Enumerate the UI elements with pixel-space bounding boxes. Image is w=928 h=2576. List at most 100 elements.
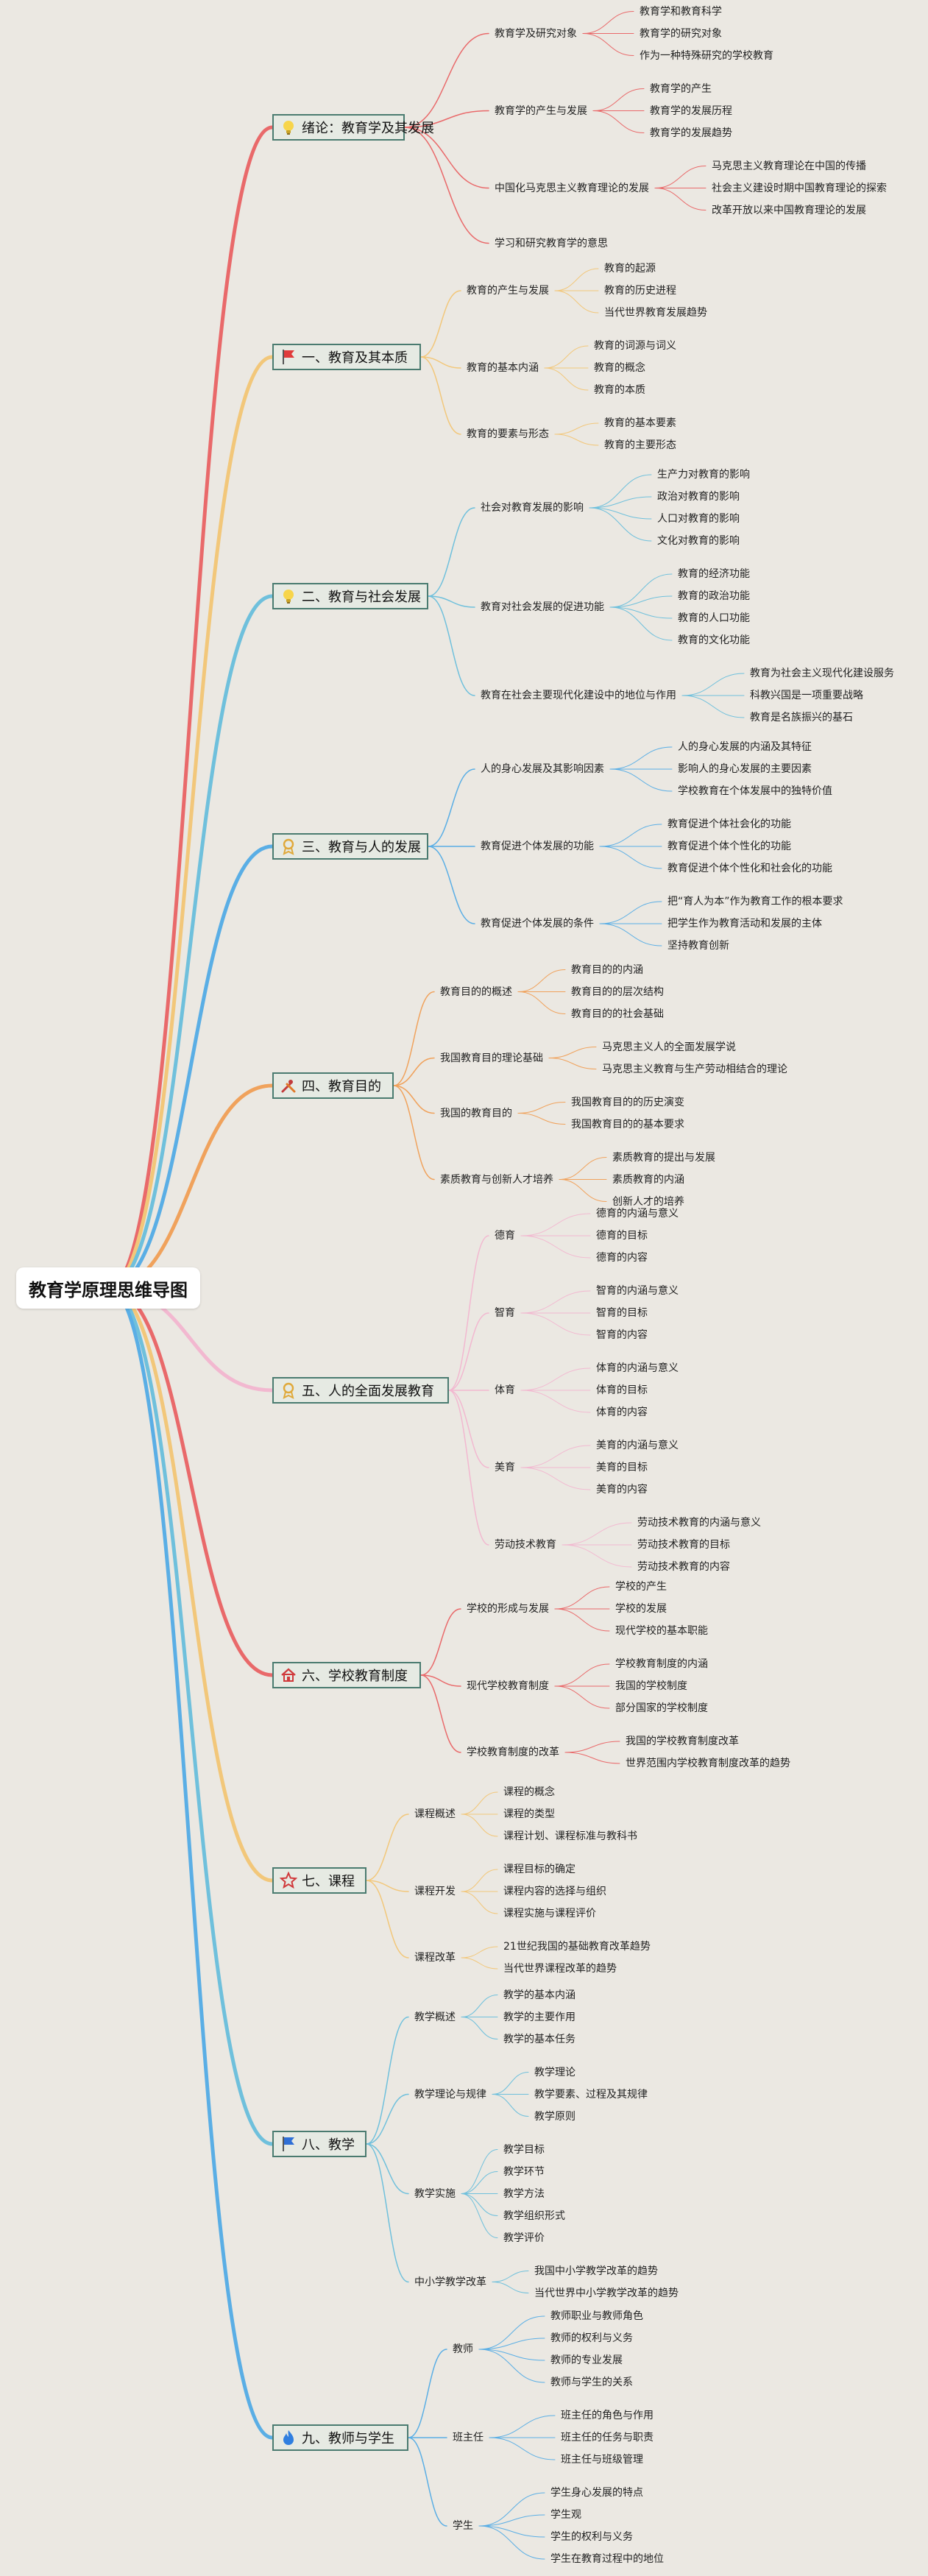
leaf-label[interactable]: 创新人才的培养: [612, 1195, 684, 1208]
leaf-label[interactable]: 世界范围内学校教育制度改革的趋势: [626, 1758, 790, 1769]
sub-branch-label[interactable]: 现代学校教育制度: [467, 1680, 549, 1692]
leaf-label[interactable]: 教学的基本内涵: [503, 1989, 575, 2001]
leaf-label[interactable]: 教育的概念: [594, 362, 645, 374]
leaf-label[interactable]: 教育的经济功能: [678, 568, 750, 580]
leaf-label[interactable]: 马克思主义教育理论在中国的传播: [712, 160, 866, 172]
leaf-label[interactable]: 教育的词源与词义: [594, 340, 676, 352]
sub-branch-label[interactable]: 教育促进个体发展的条件: [481, 918, 594, 930]
leaf-label[interactable]: 当代世界教育发展趋势: [604, 307, 707, 319]
branch-node-7[interactable]: 七、课程: [272, 1867, 366, 1894]
leaf-label[interactable]: 把“育人为本”作为教育工作的根本要求: [667, 896, 843, 907]
leaf-label[interactable]: 政治对教育的影响: [657, 491, 740, 503]
sub-branch-label[interactable]: 中国化马克思主义教育理论的发展: [495, 182, 649, 194]
leaf-label[interactable]: 体育的内涵与意义: [596, 1362, 679, 1374]
sub-branch-label[interactable]: 教育促进个体发展的功能: [481, 841, 594, 852]
sub-branch-label[interactable]: 我国教育目的理论基础: [440, 1052, 543, 1064]
leaf-label[interactable]: 教育促进个体个性化和社会化的功能: [667, 863, 832, 874]
leaf-label[interactable]: 学生身心发展的特点: [550, 2487, 643, 2499]
leaf-label[interactable]: 教育的基本要素: [604, 417, 676, 429]
leaf-label[interactable]: 学校教育在个体发展中的独特价值: [678, 785, 832, 797]
leaf-label[interactable]: 教育目的的层次结构: [571, 986, 664, 998]
leaf-label[interactable]: 教学目标: [503, 2143, 545, 2156]
sub-branch-label[interactable]: 素质教育与创新人才培养: [440, 1173, 553, 1186]
branch-node-8[interactable]: 八、教学: [272, 2131, 366, 2157]
leaf-label[interactable]: 教师与学生的关系: [550, 2377, 633, 2388]
leaf-label[interactable]: 坚持教育创新: [667, 940, 729, 952]
leaf-label[interactable]: 教育学的发展历程: [650, 105, 732, 117]
branch-node-2[interactable]: 二、教育与社会发展: [272, 583, 428, 609]
leaf-label[interactable]: 德育的内涵与意义: [596, 1208, 679, 1220]
leaf-label[interactable]: 当代世界课程改革的趋势: [503, 1963, 617, 1975]
sub-branch-label[interactable]: 学生: [453, 2520, 473, 2532]
leaf-label[interactable]: 教育学和教育科学: [640, 5, 722, 18]
leaf-label[interactable]: 教育促进个体社会化的功能: [667, 818, 791, 830]
leaf-label[interactable]: 美育的内涵与意义: [596, 1440, 679, 1451]
leaf-label[interactable]: 当代世界中小学教学改革的趋势: [534, 2287, 679, 2299]
leaf-label[interactable]: 学生在教育过程中的地位: [550, 2553, 664, 2565]
leaf-label[interactable]: 素质教育的内涵: [612, 1173, 684, 1186]
leaf-label[interactable]: 我国的学校制度: [615, 1680, 687, 1692]
sub-branch-label[interactable]: 教学理论与规律: [414, 2088, 486, 2101]
leaf-label[interactable]: 马克思主义教育与生产劳动相结合的理论: [602, 1063, 787, 1075]
leaf-label[interactable]: 教育是名族振兴的基石: [750, 712, 853, 723]
leaf-label[interactable]: 班主任的任务与职责: [561, 2432, 654, 2444]
leaf-label[interactable]: 德育的目标: [596, 1230, 648, 1242]
leaf-label[interactable]: 教育的政治功能: [678, 590, 750, 602]
leaf-label[interactable]: 教师职业与教师角色: [550, 2310, 643, 2322]
leaf-label[interactable]: 教育的主要形态: [604, 439, 676, 451]
leaf-label[interactable]: 教师的专业发展: [550, 2354, 623, 2366]
sub-branch-label[interactable]: 学习和研究教育学的意思: [495, 237, 608, 250]
leaf-label[interactable]: 作为一种特殊研究的学校教育: [640, 49, 773, 62]
leaf-label[interactable]: 教学原则: [534, 2110, 575, 2123]
leaf-label[interactable]: 教师的权利与义务: [550, 2332, 633, 2344]
sub-branch-label[interactable]: 教育学及研究对象: [495, 27, 577, 40]
leaf-label[interactable]: 改革开放以来中国教育理论的发展: [712, 204, 866, 216]
leaf-label[interactable]: 教育学的研究对象: [640, 27, 722, 40]
leaf-label[interactable]: 生产力对教育的影响: [657, 469, 750, 481]
leaf-label[interactable]: 影响人的身心发展的主要因素: [678, 763, 812, 775]
branch-node-1[interactable]: 一、教育及其本质: [272, 344, 421, 370]
sub-branch-label[interactable]: 课程开发: [414, 1886, 456, 1897]
sub-branch-label[interactable]: 体育: [495, 1384, 515, 1396]
leaf-label[interactable]: 我国中小学教学改革的趋势: [534, 2265, 658, 2277]
leaf-label[interactable]: 教育促进个体个性化的功能: [667, 841, 791, 852]
leaf-label[interactable]: 教育的文化功能: [678, 634, 750, 646]
sub-branch-label[interactable]: 课程改革: [414, 1952, 456, 1964]
branch-node-6[interactable]: 六、学校教育制度: [272, 1662, 421, 1688]
leaf-label[interactable]: 教学评价: [503, 2232, 545, 2244]
leaf-label[interactable]: 部分国家的学校制度: [615, 1702, 708, 1714]
sub-branch-label[interactable]: 教育的要素与形态: [467, 428, 549, 440]
sub-branch-label[interactable]: 智育: [495, 1307, 515, 1319]
sub-branch-label[interactable]: 我国的教育目的: [440, 1107, 512, 1119]
leaf-label[interactable]: 课程实施与课程评价: [503, 1908, 596, 1919]
leaf-label[interactable]: 教育的起源: [604, 263, 656, 275]
sub-branch-label[interactable]: 教育目的的概述: [440, 986, 512, 998]
leaf-label[interactable]: 学校的产生: [615, 1581, 667, 1593]
leaf-label[interactable]: 智育的内容: [596, 1329, 648, 1341]
leaf-label[interactable]: 教学方法: [503, 2187, 545, 2200]
leaf-label[interactable]: 教育学的发展趋势: [650, 127, 732, 139]
leaf-label[interactable]: 课程的类型: [503, 1808, 555, 1820]
sub-branch-label[interactable]: 学校的形成与发展: [467, 1603, 549, 1615]
leaf-label[interactable]: 马克思主义人的全面发展学说: [602, 1041, 736, 1053]
leaf-label[interactable]: 课程目标的确定: [503, 1864, 575, 1875]
branch-node-9[interactable]: 九、教师与学生: [272, 2424, 408, 2451]
leaf-label[interactable]: 21世纪我国的基础教育改革趋势: [503, 1941, 651, 1953]
leaf-label[interactable]: 社会主义建设时期中国教育理论的探索: [712, 182, 887, 194]
leaf-label[interactable]: 智育的目标: [596, 1307, 648, 1319]
leaf-label[interactable]: 体育的目标: [596, 1384, 648, 1396]
leaf-label[interactable]: 科教兴国是一项重要战略: [750, 690, 863, 701]
leaf-label[interactable]: 德育的内容: [596, 1252, 648, 1264]
leaf-label[interactable]: 教学理论: [534, 2066, 575, 2078]
leaf-label[interactable]: 班主任与班级管理: [561, 2454, 643, 2466]
sub-branch-label[interactable]: 教师: [453, 2343, 473, 2355]
leaf-label[interactable]: 我国教育目的的历史演变: [571, 1096, 684, 1108]
leaf-label[interactable]: 课程计划、课程标准与教科书: [503, 1830, 637, 1842]
sub-branch-label[interactable]: 学校教育制度的改革: [467, 1747, 559, 1758]
leaf-label[interactable]: 教育的本质: [594, 384, 645, 396]
branch-node-4[interactable]: 四、教育目的: [272, 1072, 394, 1099]
leaf-label[interactable]: 人口对教育的影响: [657, 513, 740, 525]
leaf-label[interactable]: 教育为社会主义现代化建设服务: [750, 668, 894, 679]
sub-branch-label[interactable]: 教育学的产生与发展: [495, 105, 587, 117]
sub-branch-label[interactable]: 社会对教育发展的影响: [481, 502, 584, 514]
